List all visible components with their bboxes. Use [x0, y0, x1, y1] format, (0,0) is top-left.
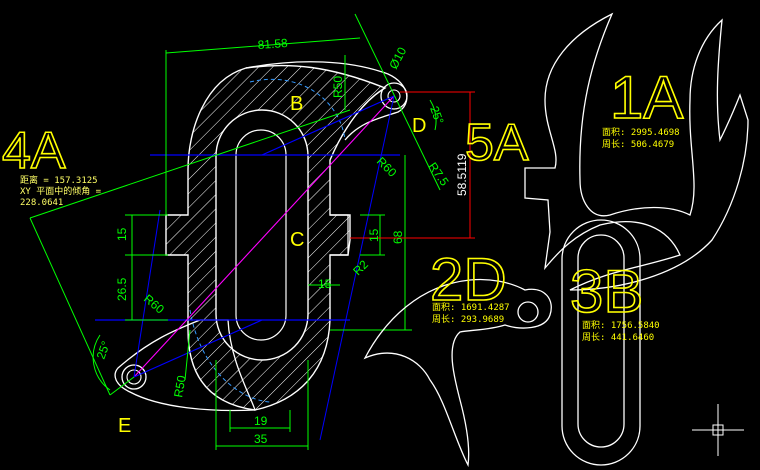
dashed-arc-bottom — [189, 309, 271, 403]
diagonal-e-d — [133, 95, 395, 378]
dim-19: 19 — [254, 414, 268, 428]
dim-58-5119: 58.5119 — [455, 153, 469, 196]
dim-68: 68 — [391, 230, 405, 244]
measure-4a-distance: 距离 = 157.3125 — [20, 174, 98, 186]
dimension-lines — [29, 13, 441, 450]
dim-25-top: 25° — [427, 104, 446, 126]
label-1a: 1A — [610, 64, 683, 131]
crosshair-cursor[interactable] — [692, 404, 744, 456]
dim-r50-top: R50 — [331, 76, 345, 98]
label-4a: 4A — [2, 122, 66, 180]
measure-1a-area: 面积: 2995.4698 — [602, 126, 680, 138]
shape-3b — [561, 219, 641, 466]
construction-lines — [95, 95, 400, 441]
point-label-b: B — [290, 93, 303, 115]
dim-35: 35 — [254, 432, 268, 446]
dim-81-58: 81.58 — [257, 36, 288, 52]
measure-4a-angle: XY 平面中的倾角 = — [20, 185, 102, 197]
shape-2d — [363, 278, 552, 468]
line-d-down — [319, 95, 395, 441]
measure-1a-perimeter: 周长: 506.4679 — [602, 138, 674, 150]
hole-e-inner — [126, 369, 142, 385]
hole-e — [121, 364, 147, 390]
main-part — [114, 61, 408, 412]
measure-2d-area: 面积: 1691.4287 — [432, 301, 510, 313]
hole-d — [380, 82, 408, 110]
inner-slot — [215, 109, 309, 361]
measure-3b-perimeter: 周长: 441.6460 — [582, 331, 654, 343]
dim-15-slot: 15 — [318, 277, 332, 291]
upper-arm — [245, 61, 408, 141]
line-e-center — [133, 319, 263, 378]
dim-15-left: 15 — [115, 227, 129, 241]
measure-4a-angle-value: 228.0641 — [20, 198, 63, 208]
measure-3b-area: 面积: 1756.5840 — [582, 319, 660, 331]
dim-25-left: 25° — [94, 339, 113, 361]
point-label-d: D — [412, 115, 426, 137]
line-e-up — [133, 209, 161, 378]
dim-r50-bottom: R50 — [171, 374, 189, 398]
red-dimension — [350, 91, 475, 239]
measure-2d-perimeter: 周长: 293.9689 — [432, 313, 504, 325]
dashed-arc-top — [249, 78, 346, 141]
right-flange — [330, 214, 349, 256]
hole-d-inner — [387, 89, 401, 103]
shape-1a — [524, 12, 749, 291]
dim-26-5: 26.5 — [115, 277, 129, 301]
point-label-e: E — [118, 415, 131, 437]
label-5a: 5A — [465, 114, 529, 172]
dim-15-right: 15 — [367, 228, 381, 242]
label-3b: 3B — [570, 258, 643, 325]
line-d-center — [261, 95, 395, 156]
point-label-c: C — [290, 229, 304, 251]
label-2d: 2D — [430, 246, 507, 313]
inner-slot-small — [235, 129, 287, 341]
